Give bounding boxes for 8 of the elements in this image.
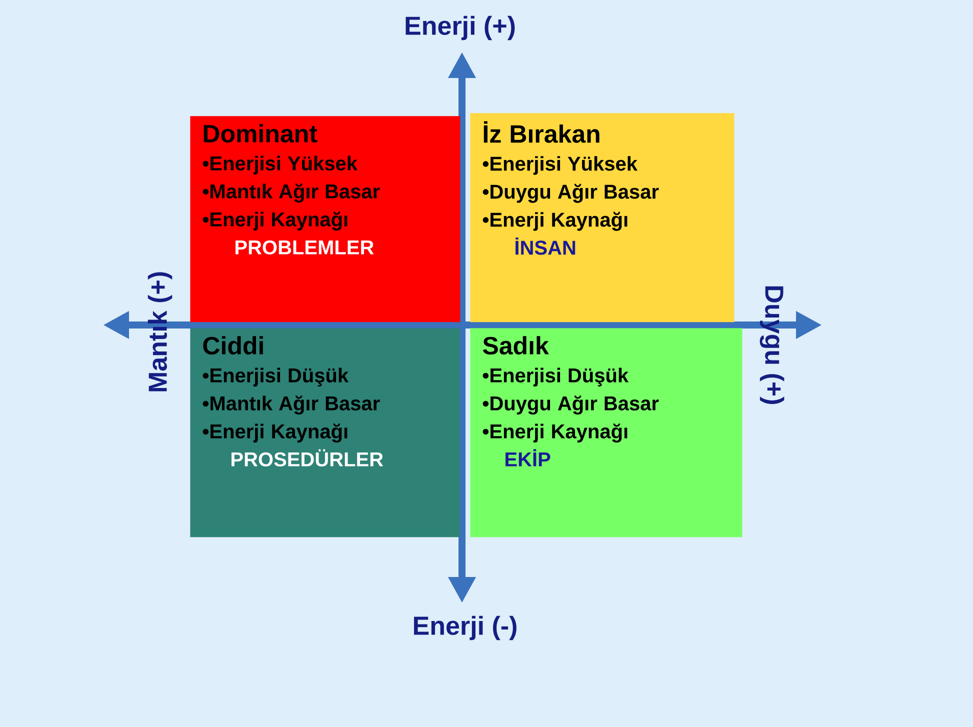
axis-label: Enerji (+) xyxy=(406,16,515,40)
axis-label: Enerji (-) xyxy=(414,616,516,640)
quadrant-box: Dominant •Enerjisi Yüksek •Mantık Ağır Basar •Enerji Kaynağı PROBLEMLER xyxy=(190,116,460,322)
quadrant-box: Ciddi •Enerjisi Düşük •Mantık Ağır Basar •Enerji Kaynağı PROSEDÜRLER xyxy=(190,328,460,538)
axis-label: Duygu (+) xyxy=(760,286,784,404)
axis-label: Mantık (+) xyxy=(148,272,172,392)
quadrant-box: İz Bırakan •Enerjisi Yüksek •Duygu Ağır Basar •Enerji Kaynağı İNSAN xyxy=(470,113,734,322)
quadrant-box: Sadık •Enerjisi Düşük •Duygu Ağır Basar •Enerji Kaynağı EKİP xyxy=(470,328,742,538)
